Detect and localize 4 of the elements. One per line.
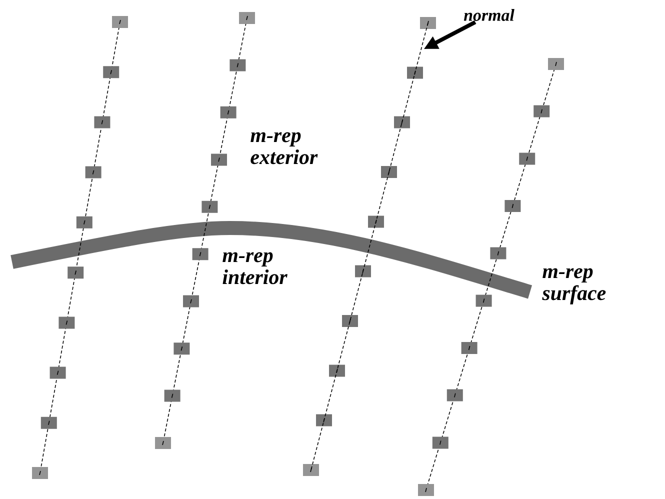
region-label: m-rep surface [542,268,606,304]
region-label: m-rep interior [222,252,288,284]
region-label: m-rep exterior [250,132,318,164]
leader-label: normal [464,9,514,21]
